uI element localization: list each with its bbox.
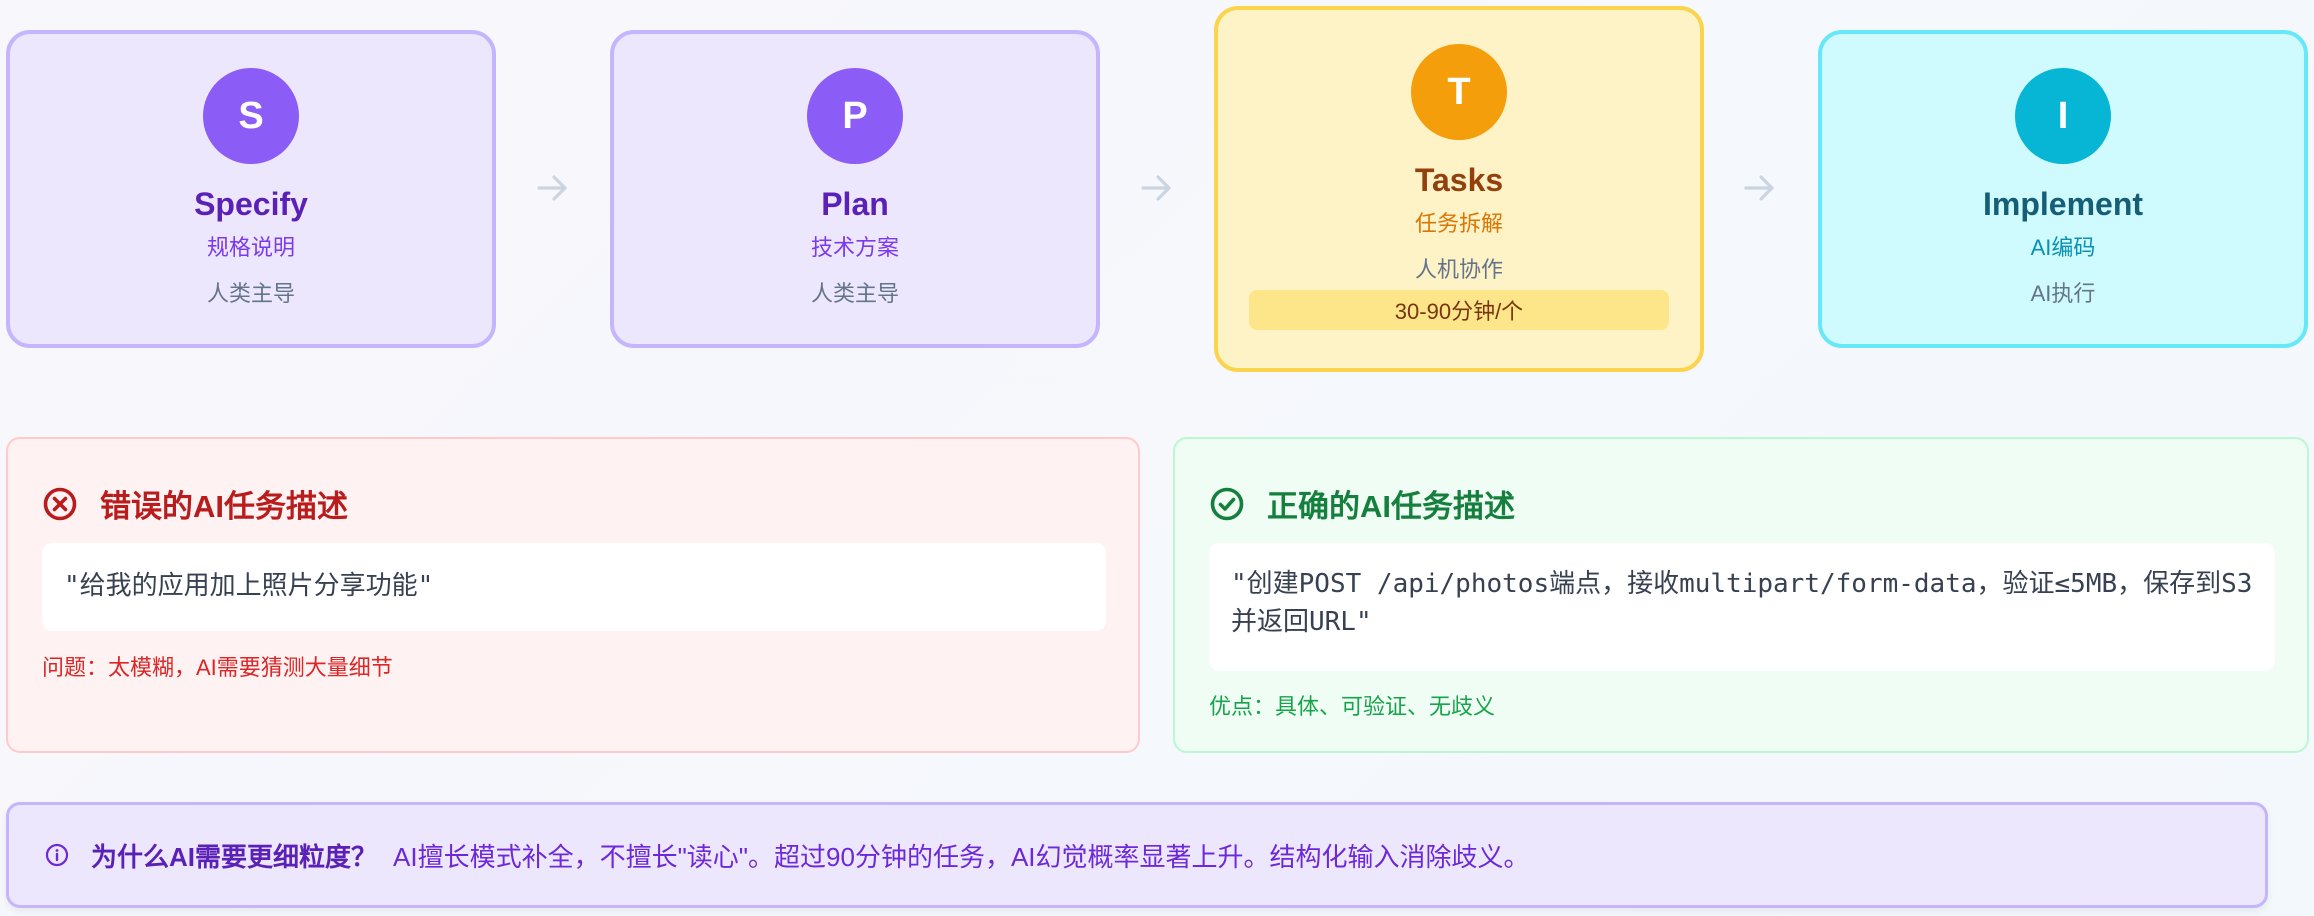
step-subtitle: 技术方案: [810, 235, 899, 260]
good-example-panel: 正确的AI任务描述 "创建POST /api/photos端点，接收multip…: [1173, 437, 2309, 753]
callout-heading: 为什么AI需要更细粒度？: [91, 841, 378, 872]
bad-example-quote: "给我的应用加上照片分享功能": [42, 543, 1106, 631]
bad-example-title: 错误的AI任务描述: [100, 489, 348, 524]
step-title: Plan: [821, 186, 889, 222]
good-example-heading: 正确的AI任务描述: [1209, 481, 1515, 526]
arrow-right-icon: [1744, 175, 1774, 201]
good-example-note: 优点：具体、可验证、无歧义: [1209, 694, 1496, 719]
step-card-specify: S Specify 规格说明 人类主导: [6, 30, 496, 348]
step-subtitle: 任务拆解: [1414, 211, 1503, 236]
x-circle-icon: [43, 487, 77, 520]
step-role: 人机协作: [1414, 257, 1503, 282]
step-letter-circle: S: [203, 68, 299, 164]
bad-example-heading: 错误的AI任务描述: [42, 481, 348, 526]
info-icon: [45, 843, 69, 867]
good-example-title: 正确的AI任务描述: [1267, 489, 1515, 524]
good-example-quote: "创建POST /api/photos端点，接收multipart/form-d…: [1209, 543, 2275, 671]
step-letter-circle: I: [2015, 68, 2111, 164]
step-title: Specify: [194, 186, 308, 222]
time-estimate-badge: 30-90分钟/个: [1249, 290, 1669, 330]
step-card-tasks: T Tasks 任务拆解 人机协作 30-90分钟/个: [1214, 6, 1704, 372]
step-role: AI执行: [2030, 281, 2096, 306]
arrow-right-icon: [1141, 175, 1171, 201]
step-role: 人类主导: [206, 281, 295, 306]
step-card-implement: I Implement AI编码 AI执行: [1818, 30, 2308, 348]
bad-example-panel: 错误的AI任务描述 "给我的应用加上照片分享功能" 问题：太模糊，AI需要猜测大…: [6, 437, 1140, 753]
info-callout: 为什么AI需要更细粒度？ AI擅长模式补全，不擅长"读心"。超过90分钟的任务，…: [6, 802, 2268, 908]
step-subtitle: 规格说明: [206, 235, 295, 260]
check-circle-icon: [1210, 487, 1244, 520]
step-letter-circle: T: [1411, 44, 1507, 140]
step-title: Tasks: [1414, 162, 1504, 198]
step-subtitle: AI编码: [2030, 235, 2096, 260]
arrow-right-icon: [537, 175, 567, 201]
step-letter-circle: P: [807, 68, 903, 164]
step-card-plan: P Plan 技术方案 人类主导: [610, 30, 1100, 348]
bad-example-note: 问题：太模糊，AI需要猜测大量细节: [42, 655, 393, 680]
callout-body: AI擅长模式补全，不擅长"读心"。超过90分钟的任务，AI幻觉概率显著上升。结构…: [393, 841, 1530, 872]
step-role: 人类主导: [810, 281, 899, 306]
step-title: Implement: [1982, 186, 2144, 222]
